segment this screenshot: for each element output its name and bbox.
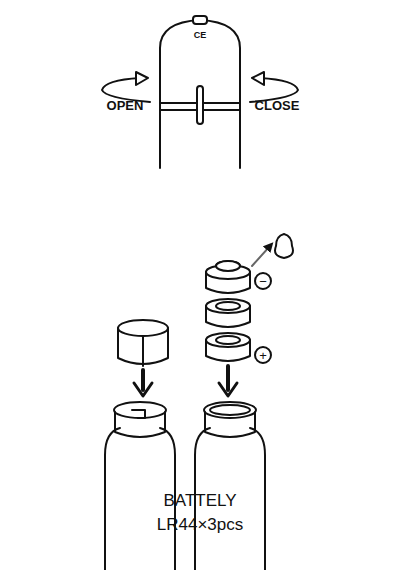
- direction-label: OPEN: [107, 99, 144, 112]
- cap-piece: [118, 320, 168, 396]
- battery-stack: [206, 234, 293, 396]
- device-body-right: [195, 402, 265, 570]
- device-body-left: [105, 402, 175, 570]
- rotate-arrows: [102, 72, 298, 102]
- polarity-sign: +: [259, 349, 267, 362]
- battery-spec: LR44×3pcs: [157, 516, 243, 533]
- polarity-sign: −: [259, 275, 267, 288]
- device-top: [160, 16, 240, 168]
- battery-title: BATTELY: [163, 492, 236, 509]
- direction-label: CLOSE: [255, 99, 300, 112]
- ce-mark: CE: [194, 31, 207, 40]
